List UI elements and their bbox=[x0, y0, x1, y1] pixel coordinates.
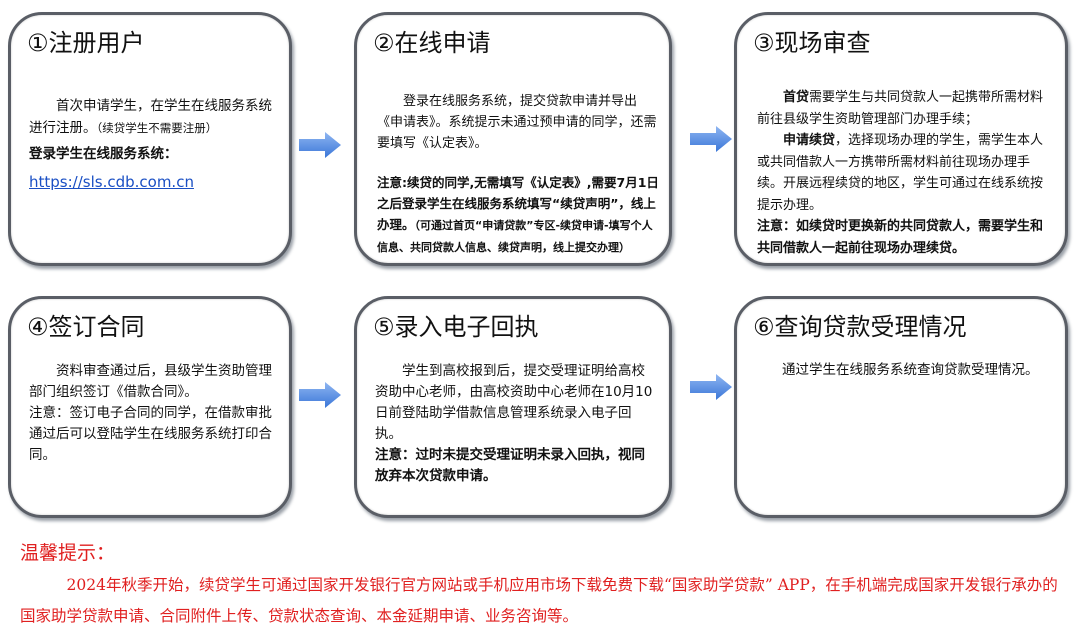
step-5-box: ⑤录入电子回执 学生到高校报到后，提交受理证明给高校资助中心老师，由高校资助中心… bbox=[354, 296, 672, 518]
step-1-box: ①注册用户 首次申请学生，在学生在线服务系统进行注册。（续贷学生不需要注册） 登… bbox=[8, 12, 292, 266]
system-link[interactable]: https://sls.cdb.com.cn bbox=[29, 173, 194, 191]
step-text: 需要学生与共同贷款人一起携带所需材料前往县级学生资助管理部门办理手续； bbox=[757, 90, 1044, 127]
step-note: 注意：过时未提交受理证明未录入回执，视同放弃本次贷款申请。 bbox=[375, 447, 645, 484]
step-text: 登录在线服务系统，提交贷款申请并导出《申请表》。系统提示未通过预申请的同学，还需… bbox=[377, 94, 657, 151]
step-title: ④签订合同 bbox=[27, 313, 145, 341]
step-2-box: ②在线申请 登录在线服务系统，提交贷款申请并导出《申请表》。系统提示未通过预申请… bbox=[354, 12, 672, 266]
arrow-right-icon bbox=[690, 126, 732, 152]
step-6-box: ⑥查询贷款受理情况 通过学生在线服务系统查询贷款受理情况。 bbox=[734, 296, 1068, 518]
step-title: ①注册用户 bbox=[27, 29, 145, 57]
step-note: 注意：如续贷时更换新的共同贷款人，需要学生和共同借款人一起前往现场办理续贷。 bbox=[757, 219, 1044, 256]
step-3-box: ③现场审查 首贷需要学生与共同贷款人一起携带所需材料前往县级学生资助管理部门办理… bbox=[734, 12, 1068, 266]
login-label: 登录学生在线服务系统： bbox=[29, 146, 178, 162]
step-note: （续贷学生不需要注册） bbox=[96, 121, 218, 135]
step-note: 注意:续贷的同学,无需填写《认定表》,需要7月1日之后登录学生在线服务系统填写“… bbox=[377, 175, 659, 232]
arrow-right-icon bbox=[690, 374, 732, 400]
step-text: ，选择现场办理的学生，需学生本人或共同借款人一方携带所需材料前往现场办理手续。开… bbox=[757, 133, 1044, 213]
renew-label: 申请续贷 bbox=[783, 133, 836, 148]
step-title: ③现场审查 bbox=[753, 29, 871, 57]
arrow-right-icon bbox=[299, 132, 341, 158]
first-loan-label: 首贷 bbox=[783, 90, 810, 105]
step-text: 学生到高校报到后，提交受理证明给高校资助中心老师，由高校资助中心老师在10月10… bbox=[375, 363, 653, 442]
step-title: ⑥查询贷款受理情况 bbox=[753, 313, 967, 341]
step-text: 资料审查通过后，县级学生资助管理 部门组织签订《借款合同》。 bbox=[29, 363, 272, 400]
arrow-right-icon bbox=[299, 382, 341, 408]
step-4-box: ④签订合同 资料审查通过后，县级学生资助管理 部门组织签订《借款合同》。 注意：… bbox=[8, 296, 292, 518]
step-note: 注意：签订电子合同的同学，在借款审批通过后可以登陆学生在线服务系统打印合同。 bbox=[29, 405, 272, 463]
step-text: 通过学生在线服务系统查询贷款受理情况。 bbox=[782, 362, 1039, 378]
tips-title: 温馨提示： bbox=[20, 542, 116, 564]
step-title: ⑤录入电子回执 bbox=[373, 313, 539, 341]
step-title: ②在线申请 bbox=[373, 29, 491, 57]
tips-text: 2024年秋季开始，续贷学生可通过国家开发银行官方网站或手机应用市场下载免费下载… bbox=[20, 576, 1058, 625]
step-text: 首次申请学生，在学生在线服务系统进行注册。 bbox=[29, 98, 272, 136]
step-note-small: （可通过首页“申请贷款”专区-续贷申请-填写个人信息、共同贷款人信息、续贷声明，… bbox=[377, 219, 653, 254]
